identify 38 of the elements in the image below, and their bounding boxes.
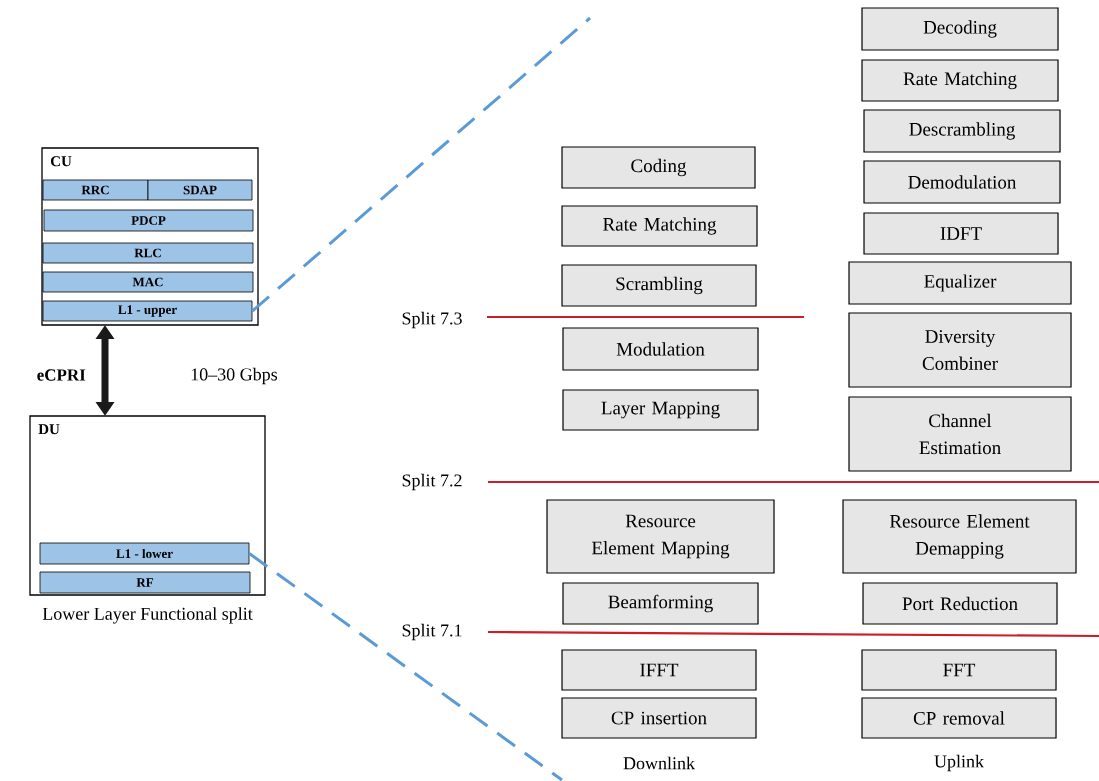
connector-line	[251, 16, 591, 313]
split-label: Split 7.1	[402, 623, 462, 641]
layer-box: L1 - lower	[39, 542, 250, 565]
function-box: Scrambling	[561, 264, 757, 307]
function-box: CP removal	[861, 697, 1057, 739]
function-box: Diversity Combiner	[848, 312, 1072, 388]
function-box: Port Reduction	[862, 582, 1058, 625]
function-box: Rate Matching	[861, 59, 1059, 102]
layer-box: L1 - upper	[42, 300, 253, 322]
node-label: Lower Layer Functional split	[42, 607, 253, 624]
column-label: Downlink	[623, 756, 695, 770]
function-box: CP insertion	[561, 697, 757, 739]
split-label: Split 7.3	[402, 311, 462, 329]
function-box: Channel Estimation	[848, 396, 1072, 472]
layer-box: RRC	[42, 179, 149, 201]
function-box: FFT	[861, 649, 1057, 691]
function-box: IDFT	[863, 212, 1059, 255]
rate-label: 10–30 Gbps	[191, 367, 278, 385]
function-box: Beamforming	[562, 582, 759, 625]
function-box: Demodulation	[863, 160, 1061, 204]
edge-label: eCPRI	[37, 369, 86, 381]
function-box: Modulation	[562, 327, 759, 371]
layer-box: RLC	[42, 242, 254, 264]
function-box: Layer Mapping	[562, 389, 759, 431]
function-box: Equalizer	[848, 261, 1072, 305]
function-box: Decoding	[861, 7, 1059, 51]
function-box: Rate Matching	[561, 205, 758, 247]
layer-box: RF	[39, 571, 251, 594]
split-label: Split 7.2	[402, 473, 462, 491]
connector-line	[248, 552, 563, 781]
layer-box: MAC	[42, 271, 254, 293]
function-box: IFFT	[561, 649, 757, 691]
layer-box: SDAP	[147, 179, 253, 201]
function-box: Resource Element Demapping	[842, 499, 1077, 574]
function-box: Descrambling	[863, 109, 1061, 153]
layer-box: PDCP	[43, 209, 254, 232]
function-box: Coding	[561, 146, 756, 189]
function-box: Resource Element Mapping	[546, 499, 775, 574]
